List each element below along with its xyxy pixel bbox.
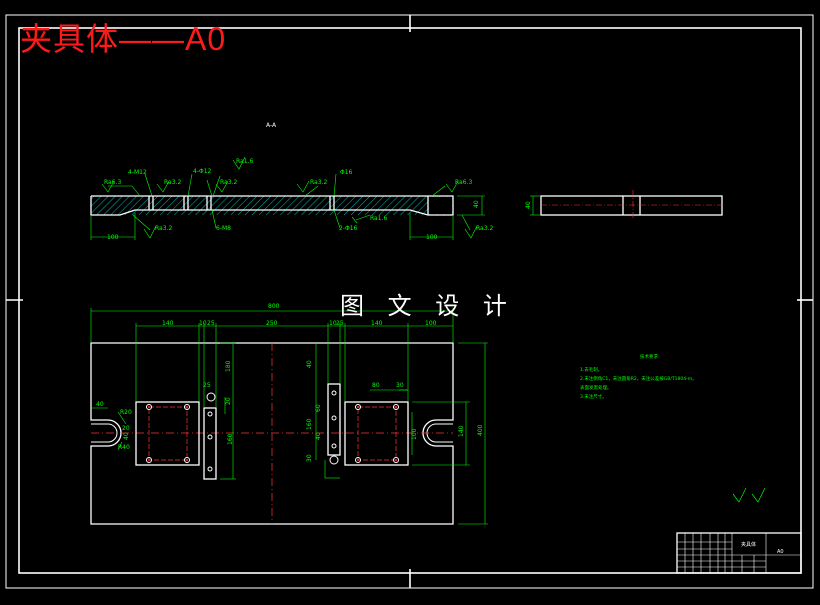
title-block-code: A0 (777, 549, 784, 555)
section-hatch (91, 196, 453, 215)
svg-text:25: 25 (336, 320, 344, 327)
svg-text:6-M8: 6-M8 (216, 225, 231, 232)
svg-text:Ra3.2: Ra3.2 (310, 179, 327, 186)
roughness-symbol (732, 487, 766, 503)
svg-text:4-M12: 4-M12 (128, 169, 147, 176)
svg-text:180: 180 (225, 360, 232, 372)
notes-line-3: 表面发黑处理。 (580, 384, 612, 391)
svg-text:Ra3.2: Ra3.2 (476, 225, 493, 232)
svg-text:400: 400 (477, 424, 484, 436)
svg-text:40: 40 (315, 432, 322, 440)
notes-line-4: 3.未注尺寸。 (580, 393, 607, 400)
notes-line-1: 1.去毛刺。 (580, 366, 602, 373)
svg-text:25: 25 (207, 320, 215, 327)
svg-text:Ra3.2: Ra3.2 (155, 225, 172, 232)
title-block-name: 夹具体 (741, 541, 756, 548)
svg-text:140: 140 (162, 320, 174, 327)
section-label: A-A (266, 122, 277, 129)
notes-line-2: 2.未注倒角C1，未注圆角R2，未注公差按GB/T1804-m。 (580, 375, 697, 382)
right-guide-strip (327, 383, 341, 456)
left-locating-pad (135, 401, 200, 466)
svg-text:100: 100 (107, 234, 119, 241)
section-outline (90, 195, 454, 216)
svg-text:20: 20 (122, 425, 130, 432)
svg-text:160: 160 (306, 418, 313, 430)
svg-text:10: 10 (329, 320, 337, 327)
side-view: 40 (525, 190, 723, 220)
svg-text:Ra6.3: Ra6.3 (104, 179, 121, 186)
svg-text:140: 140 (458, 425, 465, 437)
svg-text:30: 30 (306, 454, 313, 462)
svg-text:R40: R40 (118, 444, 130, 451)
notes-title: 技术要求 (640, 353, 658, 360)
svg-text:60: 60 (315, 404, 322, 412)
technical-notes: 技术要求 1.去毛刺。 2.未注倒角C1，未注圆角R2，未注公差按GB/T180… (580, 353, 697, 400)
svg-text:4-Φ12: 4-Φ12 (193, 168, 212, 175)
center-watermark: 图 文 设 计 (340, 292, 515, 320)
svg-text:2-Φ16: 2-Φ16 (339, 225, 358, 232)
svg-text:Ra1.6: Ra1.6 (236, 158, 253, 165)
left-guide-strip (203, 407, 217, 480)
svg-text:20: 20 (225, 397, 232, 405)
svg-text:R20: R20 (120, 409, 132, 416)
centering-marks (6, 15, 813, 588)
svg-text:25: 25 (203, 382, 211, 389)
svg-text:10: 10 (199, 320, 207, 327)
svg-text:800: 800 (268, 303, 280, 310)
svg-text:Ra6.3: Ra6.3 (455, 179, 472, 186)
svg-text:40: 40 (96, 401, 104, 408)
svg-text:Φ16: Φ16 (340, 169, 353, 176)
section-view-a-a: 100 100 4-M12 4-Φ12 6-M8 2-Φ16 Ra6.3 Ra3… (90, 156, 493, 241)
watermark-title: 夹具体——A0 (20, 21, 227, 57)
plan-view: 800 140 10 25 250 10 25 140 100 40 R20 R… (90, 303, 488, 525)
bolt-holes (146, 390, 399, 472)
svg-text:160: 160 (227, 433, 234, 445)
side-height-dim: 40 (525, 201, 532, 209)
svg-text:30: 30 (396, 382, 404, 389)
svg-text:100: 100 (411, 428, 418, 440)
svg-text:250: 250 (266, 320, 278, 327)
svg-text:Ra1.6: Ra1.6 (370, 215, 387, 222)
title-block (676, 532, 802, 574)
base-plate-outline (90, 342, 454, 525)
svg-text:Ra3.2: Ra3.2 (220, 179, 237, 186)
svg-text:140: 140 (371, 320, 383, 327)
svg-text:40: 40 (473, 200, 480, 208)
svg-text:Ra3.2: Ra3.2 (164, 179, 181, 186)
svg-text:40: 40 (306, 360, 313, 368)
right-locating-pad (344, 401, 409, 466)
svg-text:80: 80 (372, 382, 380, 389)
svg-text:100: 100 (426, 234, 438, 241)
svg-text:40: 40 (123, 432, 130, 440)
svg-text:100: 100 (425, 320, 437, 327)
